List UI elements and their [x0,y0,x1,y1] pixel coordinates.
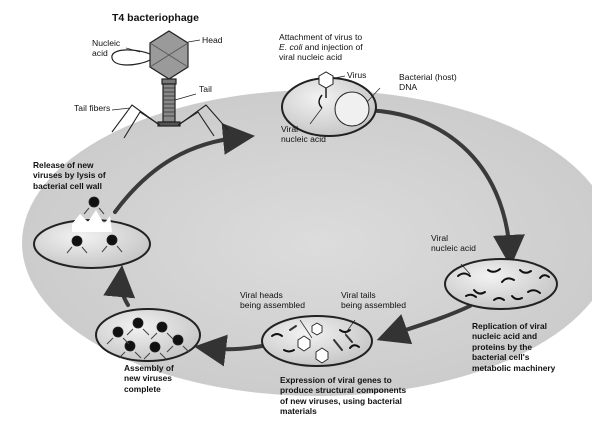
release-caption: Release of new viruses by lysis of bacte… [33,160,106,191]
tail-fibers-label: Tail fibers [74,103,110,113]
assembly-caption: Assembly of new viruses complete [124,363,174,394]
tail-label: Tail [199,84,212,94]
nucleic-acid-label: Nucleic acid [92,38,120,58]
cell-replication [445,259,557,309]
head-label: Head [202,35,223,45]
attachment-caption: Attachment of virus to E. coli and injec… [279,32,363,62]
virus-label: Virus [347,70,366,80]
cell-assembly [96,309,200,361]
replication-caption: Replication of viral nucleic acid and pr… [472,321,555,373]
replication-viral-na-label: Viral nucleic acid [431,233,476,253]
host-dna-label: Bacterial (host) DNA [399,72,457,92]
cell-expression [262,316,372,366]
tails-assembled-label: Viral tails being assembled [341,290,406,310]
heads-assembled-label: Viral heads being assembled [240,290,305,310]
expression-caption: Expression of viral genes to produce str… [280,375,406,417]
phage-title: T4 bacteriophage [112,13,199,23]
attachment-viral-na-label: Viral nucleic acid [281,124,326,144]
